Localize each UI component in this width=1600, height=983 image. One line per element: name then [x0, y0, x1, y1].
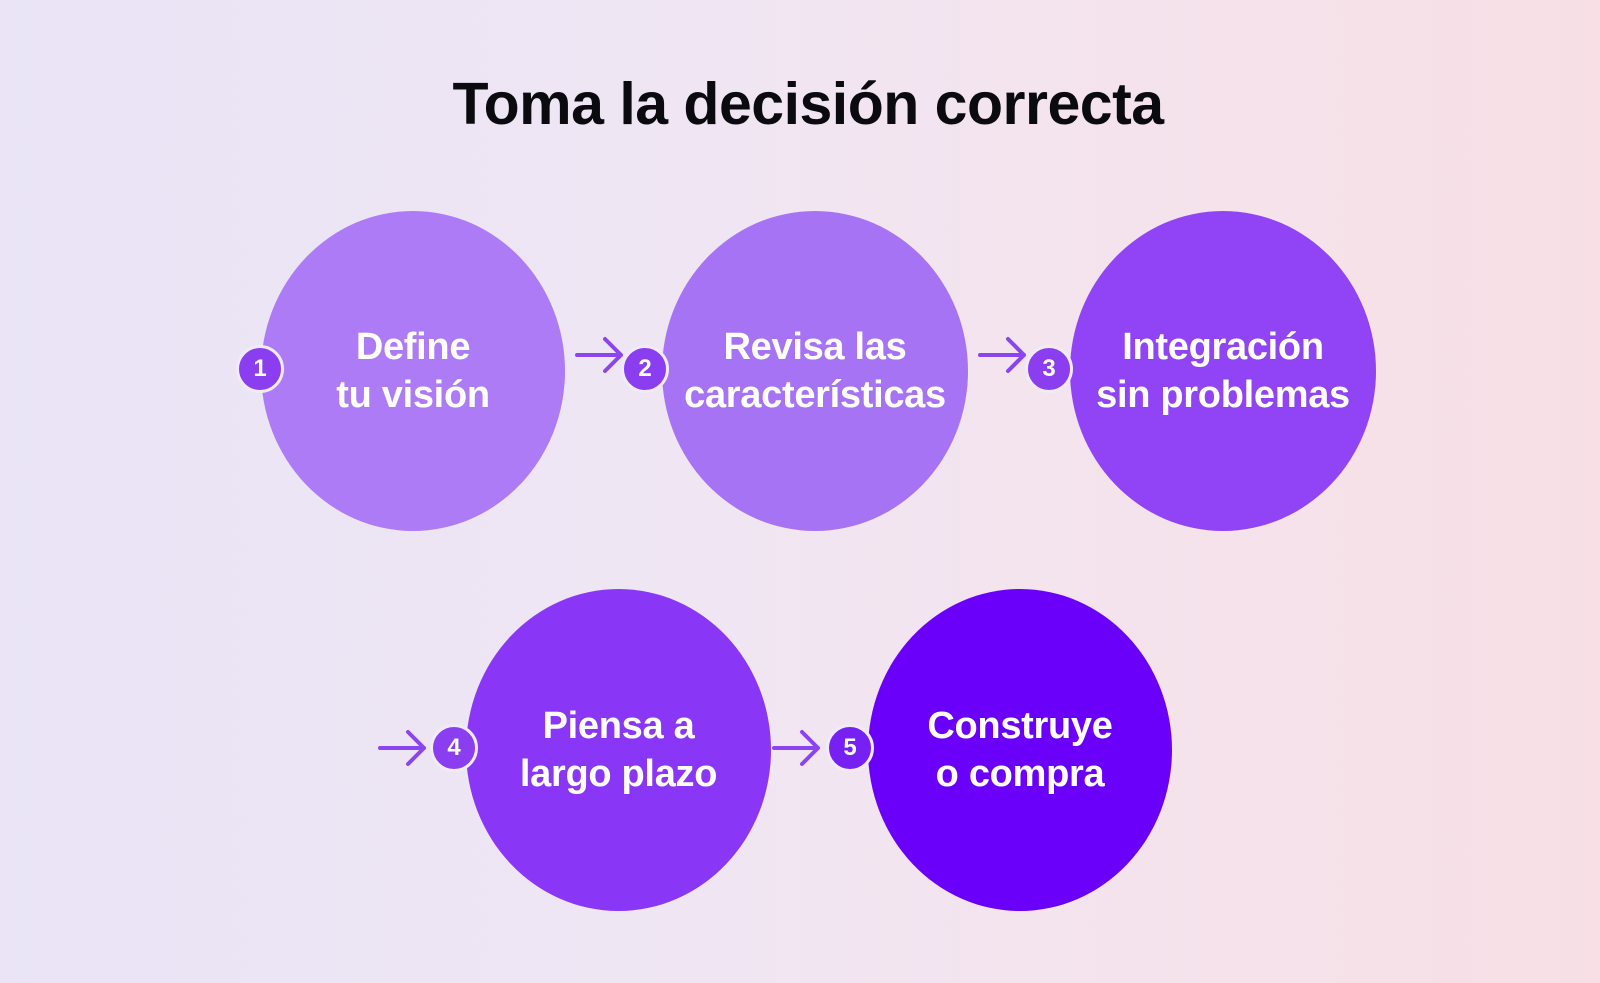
- diagram-title: Toma la decisión correcta: [452, 71, 1164, 137]
- step-5-line2: o compra: [935, 753, 1105, 795]
- step-number-badge-1: 1: [236, 345, 284, 393]
- step-number-badge-5: 5: [826, 724, 874, 772]
- step-4-line1: Piensa a: [542, 705, 695, 747]
- step-number-badge-4: 4: [430, 724, 478, 772]
- step-number-badge-2: 2: [621, 345, 669, 393]
- step-circle-3: Integración sin problemas: [1070, 211, 1376, 531]
- step-1-line2: tu visión: [336, 374, 490, 416]
- step-3-line2: sin problemas: [1096, 374, 1350, 416]
- arrow-right-icon: [772, 728, 822, 768]
- step-circle-2: Revisa las características: [662, 211, 968, 531]
- step-circle-5: Construye o compra: [868, 589, 1172, 911]
- step-3-line1: Integración: [1122, 326, 1324, 368]
- arrow-right-icon: [378, 728, 428, 768]
- step-2-line1: Revisa las: [723, 326, 907, 368]
- step-1-line1: Define: [355, 326, 471, 368]
- step-circle-1: Define tu visión: [261, 211, 565, 531]
- step-2-line2: características: [684, 374, 946, 416]
- step-circle-4: Piensa a largo plazo: [466, 589, 771, 911]
- arrow-right-icon: [575, 335, 625, 375]
- arrow-right-icon: [978, 335, 1028, 375]
- step-number-badge-3: 3: [1025, 345, 1073, 393]
- step-4-line2: largo plazo: [519, 753, 718, 795]
- step-5-line1: Construye: [927, 705, 1113, 747]
